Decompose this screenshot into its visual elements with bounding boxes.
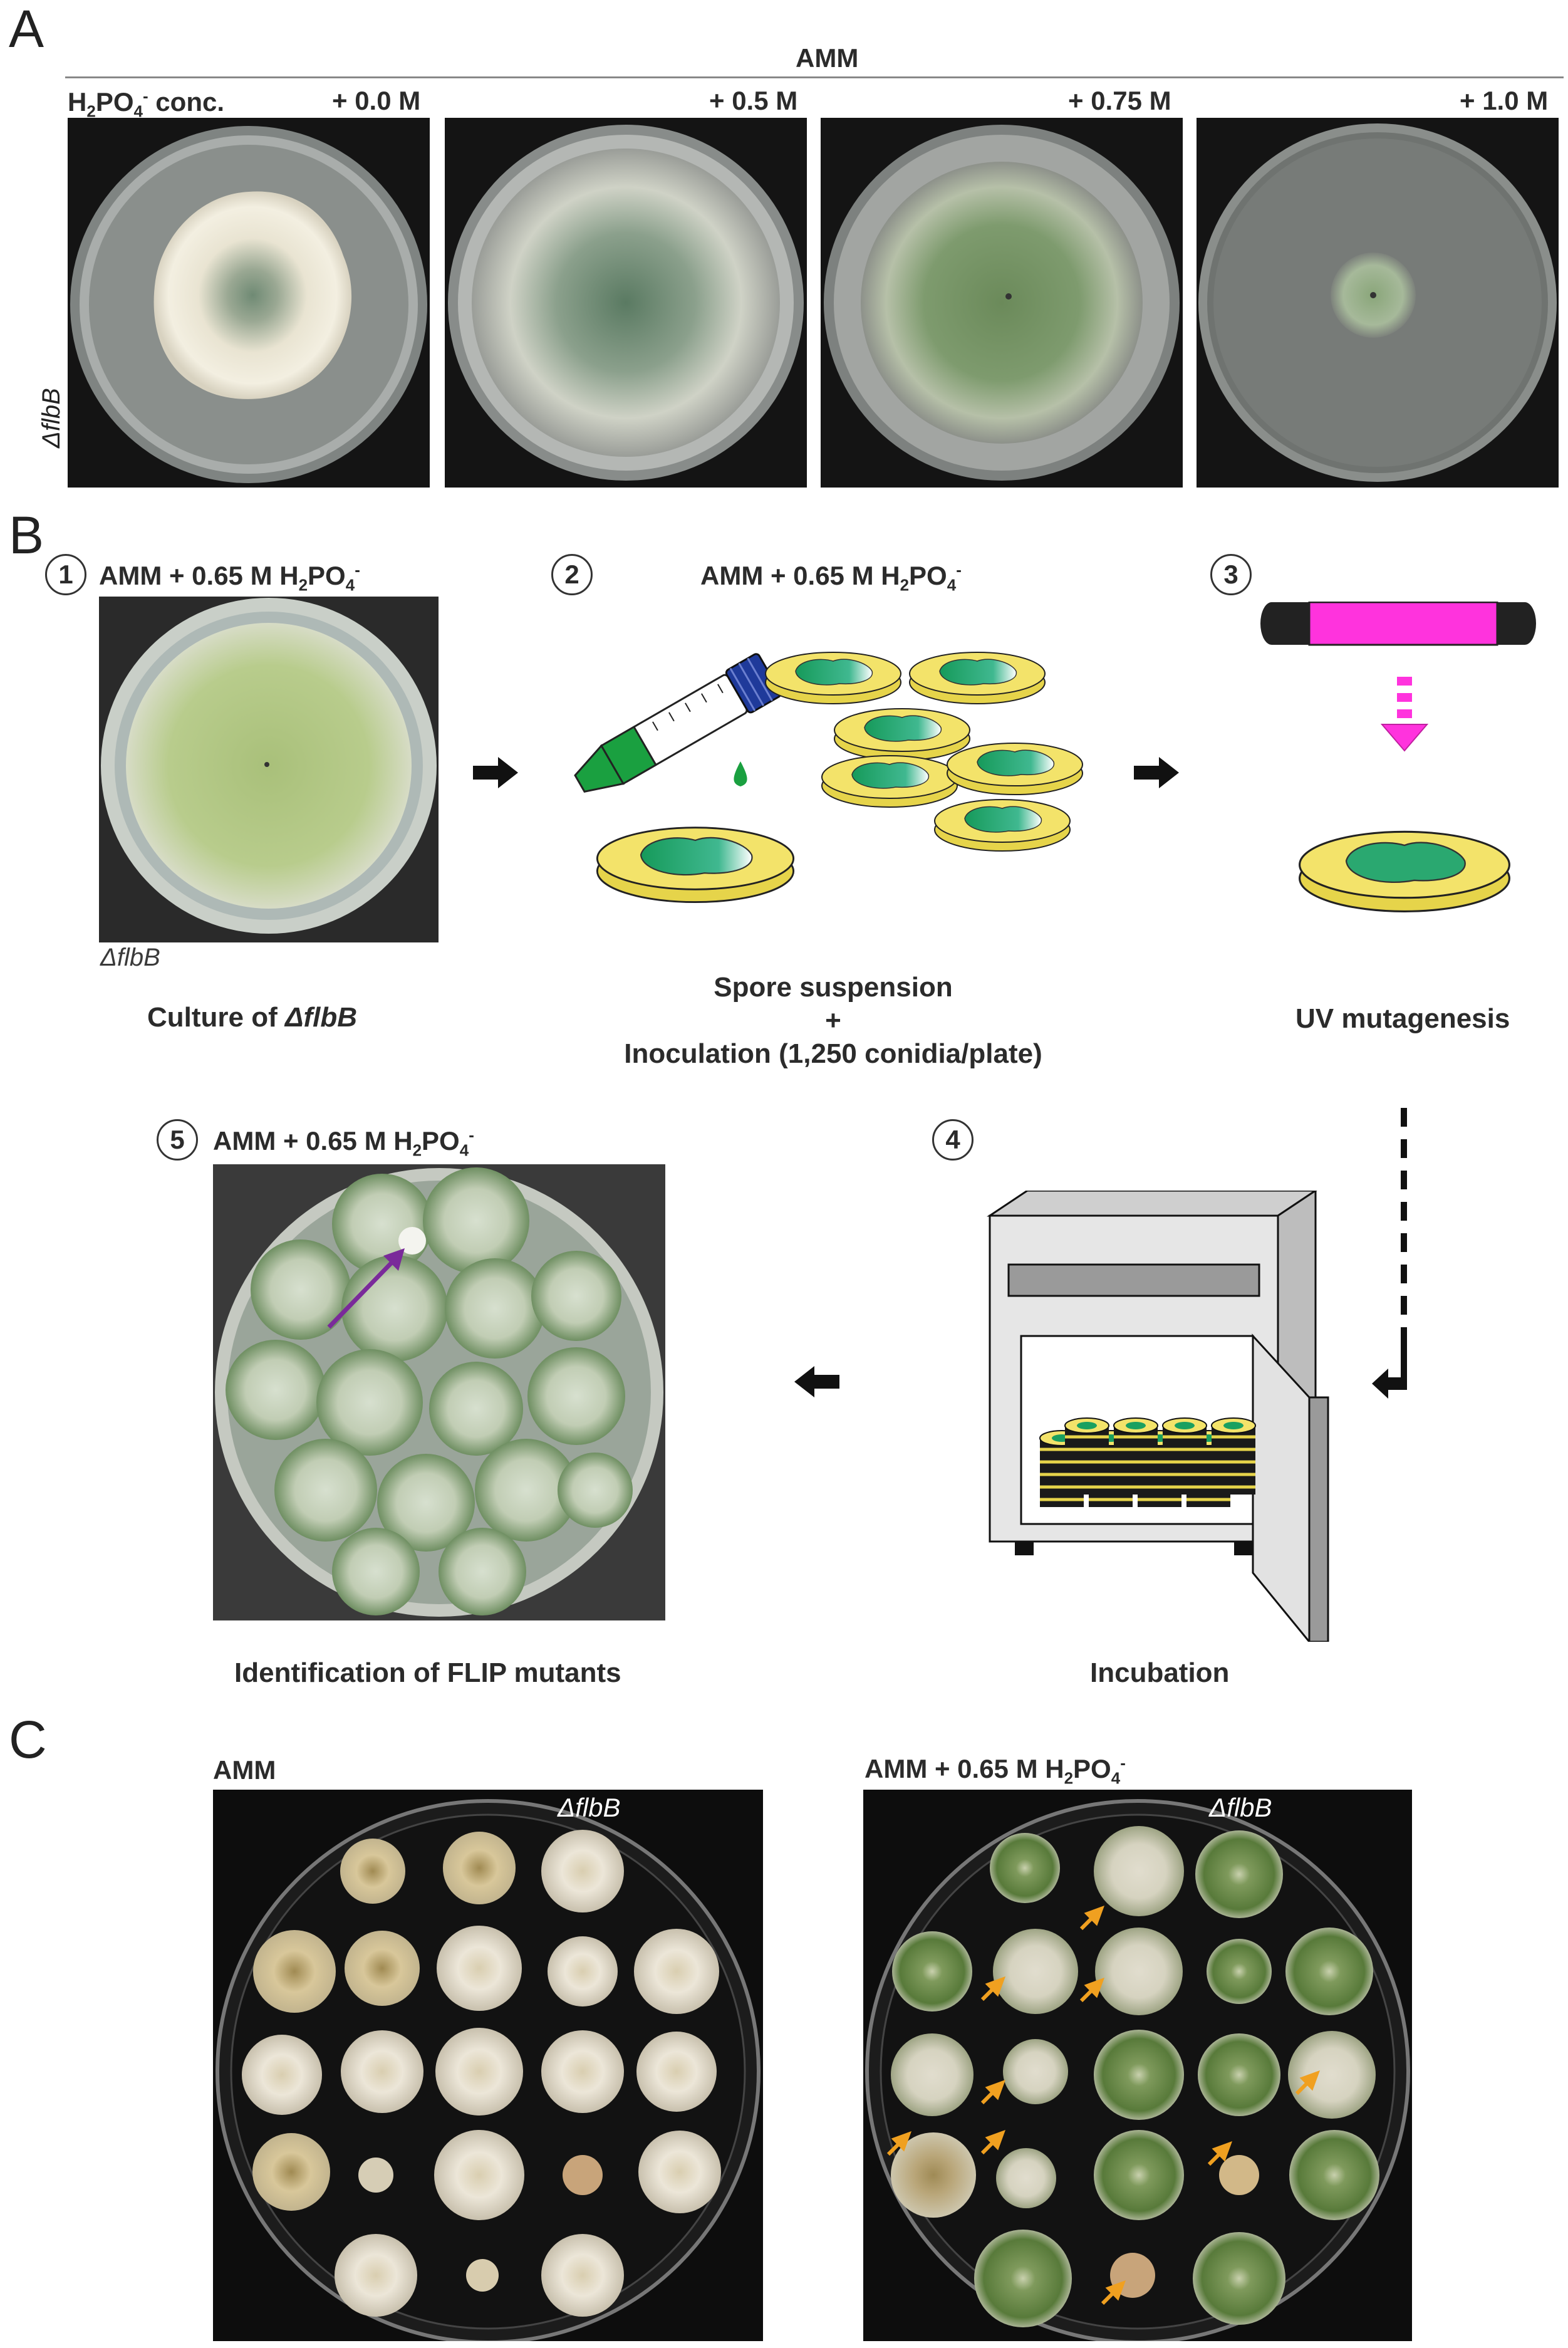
flow-arrow-4-to-5: [794, 1366, 839, 1397]
step-3-badge: 3: [1210, 554, 1252, 595]
panel-c-left-strain-label: ΔflbB: [558, 1793, 621, 1822]
panel-a-strain-label: ΔflbB: [38, 388, 65, 448]
plate-label-1-0m: + 1.0 M: [1460, 86, 1549, 115]
step-2-medium-label: AMM + 0.65 M H2PO4-: [700, 560, 962, 595]
step-5-badge: 5: [157, 1119, 198, 1161]
step-5-caption: Identification of FLIP mutants: [234, 1657, 621, 1688]
panel-a-medium-label: AMM: [796, 43, 859, 73]
step-1-caption: Culture of ΔflbB: [147, 1002, 358, 1033]
step-1-medium-label: AMM + 0.65 M H2PO4-: [99, 560, 360, 595]
panel-c-left-medium-label: AMM: [213, 1755, 276, 1785]
panel-c-control-plate-photo: [213, 1790, 763, 2341]
step-3-caption: UV mutagenesis: [1295, 1003, 1510, 1034]
panel-c-right-medium-label: AMM + 0.65 M H2PO4-: [864, 1753, 1126, 1788]
step-5-medium-label: AMM + 0.65 M H2PO4-: [213, 1125, 474, 1160]
plate-label-0-0m: + 0.0 M: [332, 86, 421, 115]
step-4-badge: 4: [932, 1119, 974, 1161]
panel-a-header-rule: [65, 76, 1564, 78]
step-2-caption: Spore suspension + Inoculation (1,250 co…: [624, 972, 1042, 1069]
flow-arrow-2-to-3: [1134, 757, 1179, 788]
panel-b-letter: B: [9, 506, 44, 565]
phosphate-concentration-label: H2PO4- conc.: [68, 86, 225, 121]
flow-arrow-3-to-4: [1372, 1108, 1422, 1406]
panel-c-right-strain-label: ΔflbB: [1209, 1793, 1272, 1822]
panel-c-phosphate-plate-photo: [863, 1790, 1412, 2341]
step-1-plate-photo: [99, 597, 439, 942]
step-2-inoculation-illustration: [564, 614, 1103, 915]
panel-a-letter: A: [9, 0, 44, 58]
panel-c-letter: C: [9, 1710, 47, 1769]
step-5-plate-photo: [213, 1164, 665, 1620]
step-1-strain-label: ΔflbB: [100, 944, 160, 971]
plate-photo-1-0m: [1197, 118, 1559, 488]
plate-photo-0-75m: [821, 118, 1183, 488]
step-2-badge: 2: [551, 554, 593, 595]
step-3-uv-illustration: [1259, 601, 1547, 915]
plate-photo-0-5m: [445, 118, 807, 488]
step-4-caption: Incubation: [1090, 1657, 1230, 1688]
plate-label-0-5m: + 0.5 M: [709, 86, 798, 115]
plate-label-0-75m: + 0.75 M: [1068, 86, 1171, 115]
step-1-badge: 1: [45, 554, 86, 595]
step-4-incubator-illustration: [977, 1189, 1416, 1645]
flow-arrow-1-to-2: [473, 757, 518, 788]
plate-photo-0-0m: [68, 118, 430, 488]
